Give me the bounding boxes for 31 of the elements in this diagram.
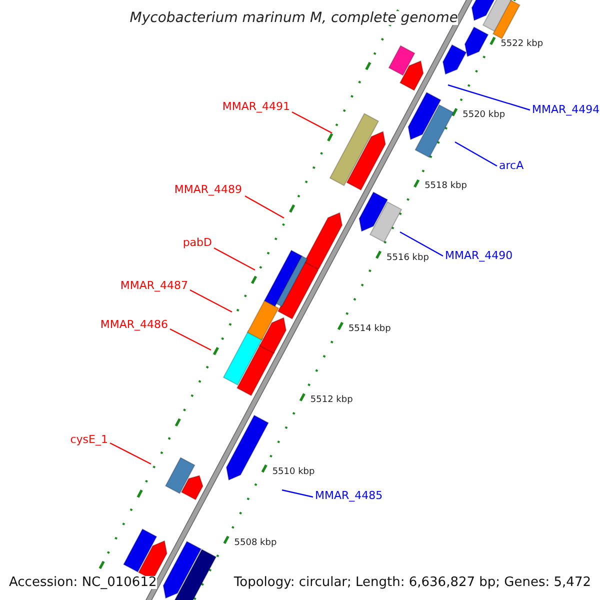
footer-text: Topology: circular; Length: 6,636,827 bp; Genes: 5,472: [234, 576, 591, 589]
scale-tick-label: 5508 kbp: [234, 538, 277, 548]
gene-name-label: MMAR_4494: [532, 104, 600, 115]
leader-line: [190, 289, 232, 313]
leader-line: [244, 195, 284, 219]
leader-line: [214, 247, 256, 271]
scale-tick-label: 5522 kbp: [500, 40, 544, 49]
leader-line: [282, 489, 314, 498]
scale-tick-label: 5512 kbp: [310, 396, 353, 406]
gene-name-label: MMAR_4491: [222, 101, 290, 112]
gene-name-label: cysE_1: [70, 434, 108, 445]
diagram-title: Mycobacterium marinum M, complete genome: [130, 11, 458, 25]
footer-text: Accession: NC_010612: [9, 576, 157, 589]
scale-tick-label: 5518 kbp: [424, 182, 467, 192]
gene-name-label: MMAR_4486: [100, 319, 168, 330]
leader-line: [448, 84, 530, 111]
leader-line: [400, 231, 444, 257]
leader-line: [454, 141, 498, 167]
leader-line: [170, 328, 212, 351]
scale-tick-label: 5520 kbp: [462, 111, 506, 120]
scale-tick-label: 5510 kbp: [272, 468, 315, 477]
gene-name-label: arcA: [499, 160, 524, 171]
leader-line: [292, 111, 332, 134]
scale-tick-label: 5516 kbp: [386, 254, 429, 263]
gene-name-label: MMAR_4487: [120, 280, 188, 291]
scale-tick-label: 5514 kbp: [348, 325, 391, 334]
leader-line: [110, 442, 152, 465]
gene-name-label: MMAR_4490: [445, 250, 513, 261]
gene-name-label: pabD: [182, 237, 212, 248]
gene-name-label: MMAR_4489: [174, 184, 242, 195]
gene-name-label: MMAR_4485: [315, 490, 383, 501]
